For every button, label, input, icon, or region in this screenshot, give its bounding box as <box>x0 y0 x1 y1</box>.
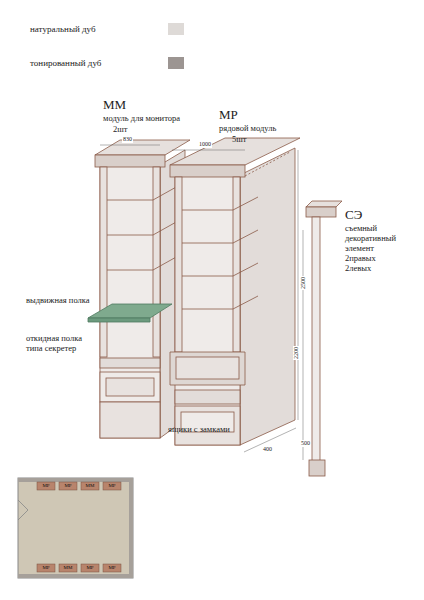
plan-module <box>59 482 77 490</box>
legend-swatch <box>168 23 184 35</box>
plan-module <box>81 482 99 490</box>
part-label: ММ <box>103 98 126 113</box>
plan-label: МР <box>38 483 54 489</box>
decorative-element <box>303 201 342 476</box>
plan-label: МР <box>82 565 98 571</box>
plan-module <box>81 564 99 572</box>
dimension: 500 <box>300 440 311 447</box>
part-label: 2шт <box>113 125 128 135</box>
plan-label: МР <box>60 483 76 489</box>
part-label: СЭ <box>345 208 362 223</box>
part-label: МР <box>219 108 238 123</box>
plan-label: ММ <box>82 483 98 489</box>
part-label: откидная полка типа секретер <box>26 334 96 354</box>
dimension: 830 <box>122 136 133 143</box>
part-label: 5шт <box>232 135 247 145</box>
plan-module <box>37 482 55 490</box>
plan-module <box>37 564 55 572</box>
plan-label: МР <box>38 565 54 571</box>
legend-text: натуральный дуб <box>30 24 96 34</box>
dimension: 2200 <box>293 346 300 360</box>
row-module <box>100 138 300 452</box>
floor-plan <box>18 478 133 578</box>
plan-label: ММ <box>60 565 76 571</box>
part-label: выдвижная полка <box>26 296 90 306</box>
part-label: 2правых <box>345 254 376 264</box>
part-label: модуль для монитора <box>103 114 180 124</box>
legend-text: тонированный дуб <box>30 58 101 68</box>
part-label: 2левых <box>345 264 371 274</box>
plan-module <box>59 564 77 572</box>
part-label: съемный декоративный элемент <box>345 224 417 253</box>
plan-label: МР <box>104 483 120 489</box>
plan-label: МР <box>104 565 120 571</box>
part-label: ящики с замками <box>168 425 230 435</box>
part-label: рядовой модуль <box>219 124 276 134</box>
plan-module <box>103 482 121 490</box>
dimension: 400 <box>262 446 273 453</box>
dimension: 2500 <box>300 276 307 290</box>
dimension: 1000 <box>198 141 212 148</box>
legend-swatch <box>168 57 184 69</box>
plan-module <box>103 564 121 572</box>
